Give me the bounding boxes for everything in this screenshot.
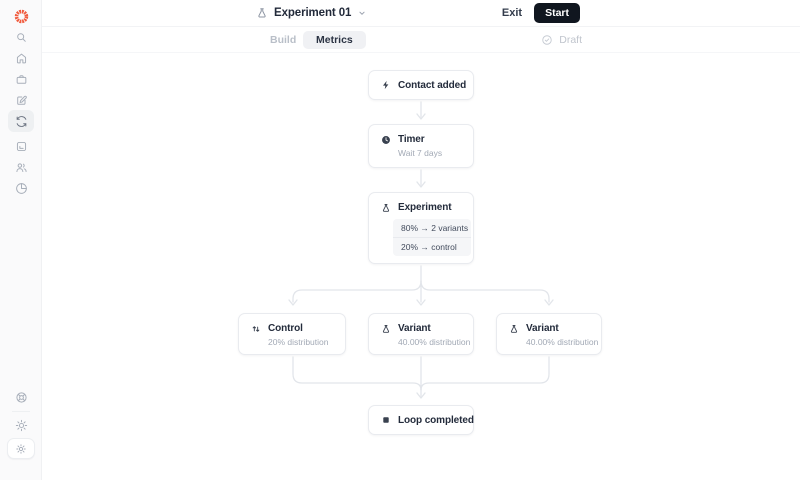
header-actions: Exit Start <box>502 0 580 26</box>
node-title: Loop completed <box>398 414 474 426</box>
sidebar-item-home[interactable] <box>8 47 34 69</box>
logo-icon <box>14 9 28 23</box>
node-variant-2[interactable]: Variant 40.00% distribution <box>496 313 602 355</box>
home-icon <box>16 53 26 63</box>
sidebar <box>0 0 42 480</box>
node-subtitle: Wait 7 days <box>398 148 443 158</box>
users-icon <box>15 162 27 172</box>
sidebar-item-workflows[interactable] <box>8 110 34 132</box>
sidebar-item-pages[interactable] <box>8 135 34 157</box>
stop-square-icon <box>382 417 389 423</box>
tab-metrics[interactable]: Metrics <box>303 31 366 49</box>
node-variant-1[interactable]: Variant 40.00% distribution <box>368 313 474 355</box>
clock-icon <box>381 135 390 144</box>
node-title: Timer <box>398 134 425 145</box>
gear-icon <box>16 443 26 454</box>
zap-icon <box>382 80 388 90</box>
flask-icon <box>258 8 266 18</box>
node-title: Contact added <box>398 79 467 91</box>
briefcase-icon <box>16 74 26 84</box>
sidebar-divider <box>12 411 30 412</box>
sidebar-item-people[interactable] <box>8 156 34 178</box>
page-title: Experiment 01 <box>274 7 352 19</box>
experiment-split-row: 80% → 2 variants <box>401 223 469 233</box>
node-title: Experiment <box>398 202 452 213</box>
experiment-split-box: 80% → 2 variants 20% → control <box>393 219 471 256</box>
edit-icon <box>16 95 27 105</box>
sidebar-item-projects[interactable] <box>8 68 34 90</box>
node-title: Variant <box>526 323 559 334</box>
status-badge: Draft <box>541 27 582 52</box>
check-circle-icon <box>542 34 552 45</box>
sidebar-item-theme[interactable] <box>8 414 34 436</box>
experiment-split-row: 20% → control <box>393 237 471 256</box>
tab-bar: Build Metrics Draft <box>42 27 800 53</box>
node-contact-added[interactable]: Contact added <box>368 70 474 100</box>
node-loop-completed[interactable]: Loop completed <box>368 405 474 435</box>
lifebuoy-icon <box>15 391 27 403</box>
pie-chart-icon <box>15 182 27 194</box>
node-title: Control <box>268 323 303 334</box>
chevron-down-icon <box>359 11 365 15</box>
node-title: Variant <box>398 323 431 334</box>
node-experiment[interactable]: Experiment 80% → 2 variants 20% → contro… <box>368 192 474 264</box>
arrows-up-down-icon <box>252 325 259 332</box>
node-subtitle: 40.00% distribution <box>398 337 471 347</box>
sidebar-item-search[interactable] <box>8 26 34 48</box>
workflow-title-menu[interactable]: Experiment 01 <box>256 0 367 26</box>
pages-icon <box>16 141 26 151</box>
sidebar-item-compose[interactable] <box>8 89 34 111</box>
exit-button[interactable]: Exit <box>501 7 523 19</box>
node-timer[interactable]: Timer Wait 7 days <box>368 124 474 168</box>
start-button[interactable]: Start <box>534 3 580 23</box>
node-subtitle: 40.00% distribution <box>526 337 599 347</box>
flask-icon <box>382 324 389 333</box>
tab-build[interactable]: Build <box>270 33 297 46</box>
top-header: Experiment 01 Exit Start <box>42 0 800 27</box>
node-control[interactable]: Control 20% distribution <box>238 313 346 355</box>
app-logo[interactable] <box>8 5 34 27</box>
node-subtitle: 20% distribution <box>268 337 329 347</box>
flask-icon <box>510 324 517 333</box>
sidebar-item-settings[interactable] <box>7 438 35 459</box>
sidebar-item-help[interactable] <box>8 386 34 408</box>
flask-icon <box>382 203 389 212</box>
sun-icon <box>15 419 27 431</box>
search-icon <box>16 32 26 42</box>
refresh-icon <box>16 115 26 127</box>
sidebar-item-analytics[interactable] <box>8 177 34 199</box>
status-text: Draft <box>559 33 582 46</box>
